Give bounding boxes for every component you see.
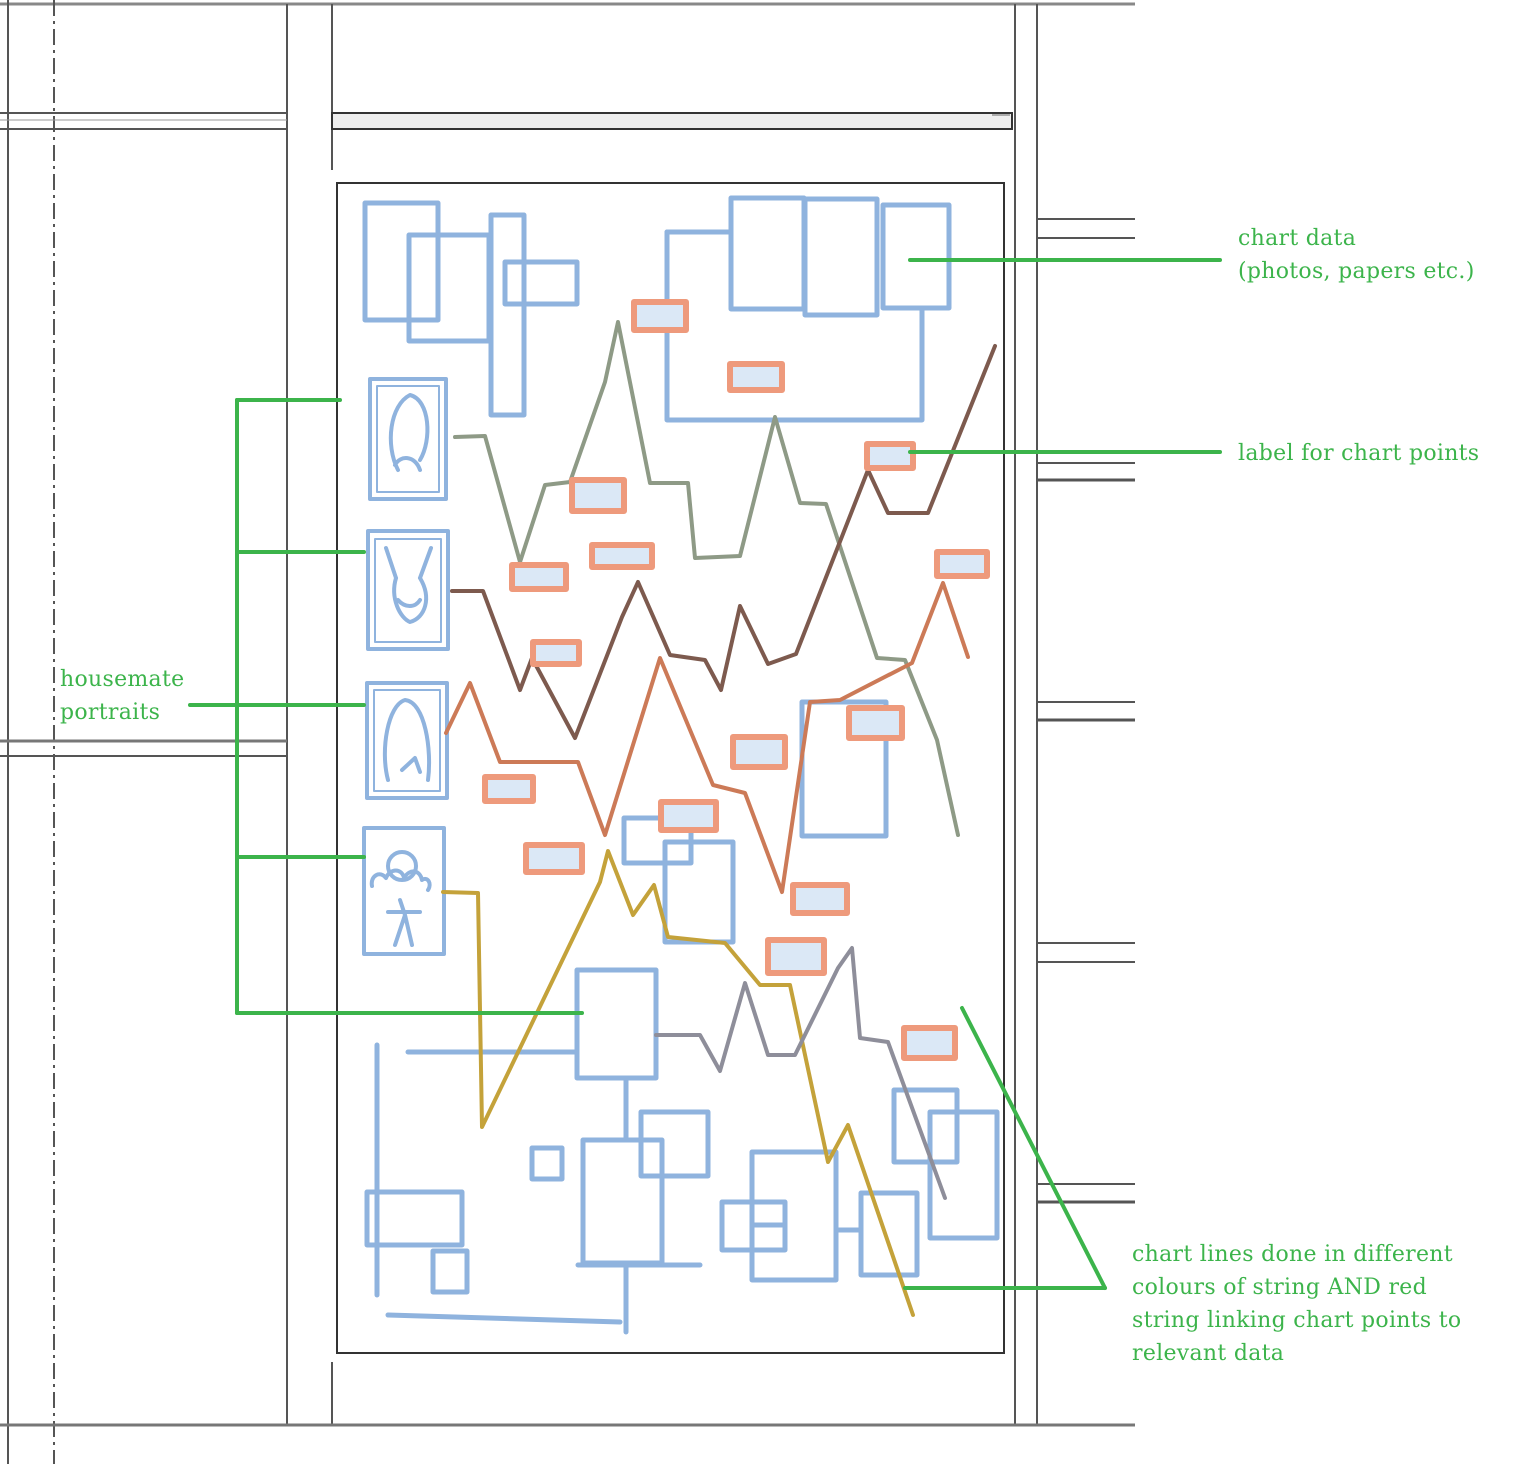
point-label (790, 882, 850, 916)
paper (858, 1190, 920, 1278)
string-gold (441, 849, 915, 1317)
paper (430, 1248, 470, 1295)
chart-point-labels (482, 299, 990, 1061)
veiled-figure-portrait-icon (365, 681, 449, 800)
paper (802, 196, 880, 318)
paper (880, 202, 952, 311)
point-label (482, 774, 536, 804)
string-brown (450, 344, 997, 740)
leader-portraits (188, 398, 584, 1015)
annotation-housemate-portraits: housemate portraits (60, 667, 185, 725)
point-label (631, 299, 689, 333)
point-label (901, 1025, 958, 1061)
point-label (846, 705, 905, 741)
paper (891, 1087, 960, 1165)
annotation-chart-lines: chart lines done in different colours of… (1132, 1242, 1462, 1366)
cat-ears-portrait-icon (366, 529, 450, 651)
paper (574, 967, 659, 1081)
point-label (730, 734, 788, 770)
paper (362, 200, 441, 323)
point-label (658, 799, 719, 833)
string-grey (654, 946, 947, 1200)
string-grey-green (453, 320, 960, 837)
point-label (934, 549, 990, 579)
point-label (765, 937, 827, 976)
wall-structure (0, 0, 1135, 1464)
point-label (589, 542, 655, 570)
paper (488, 212, 527, 418)
leader-chart-lines (903, 1006, 1107, 1290)
point-label (864, 441, 916, 471)
paper (502, 259, 580, 307)
point-label (727, 361, 785, 393)
point-label (530, 639, 582, 667)
paper (529, 1145, 565, 1182)
paper (927, 1109, 1000, 1241)
chart-strings (441, 320, 997, 1317)
long-hair-portrait-icon (368, 377, 448, 501)
annotation-chart-points-label: label for chart points (1238, 441, 1480, 466)
paper (749, 1149, 839, 1283)
point-label (509, 562, 569, 592)
paper (638, 1109, 711, 1179)
annotation-chart-data: chart data (photos, papers etc.) (1238, 226, 1475, 284)
point-label (569, 477, 627, 514)
annotation-leaders (188, 258, 1222, 1290)
point-label (523, 842, 585, 875)
paper (364, 1189, 465, 1248)
string-orange (444, 581, 970, 894)
